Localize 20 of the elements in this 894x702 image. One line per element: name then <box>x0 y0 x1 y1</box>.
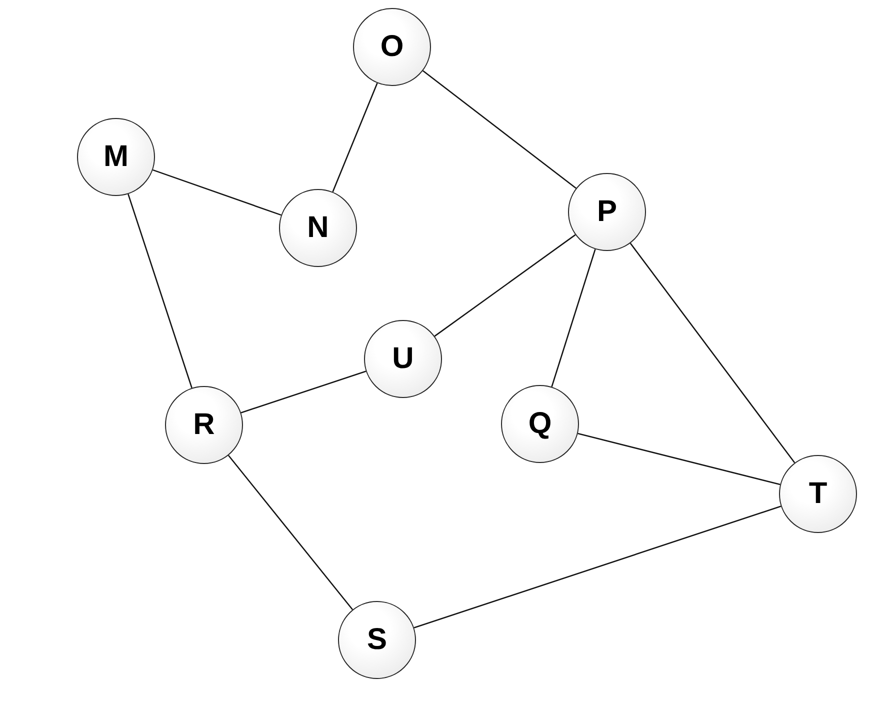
connector-line <box>128 194 192 388</box>
connector-line <box>152 169 282 216</box>
connector-line <box>240 370 366 414</box>
node-label: N <box>307 213 329 243</box>
node-label: M <box>104 142 128 172</box>
connector-line <box>228 454 354 610</box>
connector-line <box>630 242 796 464</box>
node-label: T <box>808 479 828 509</box>
connector-line <box>422 70 576 189</box>
connector-line <box>414 506 782 628</box>
node-label: R <box>193 410 215 440</box>
connector-line <box>551 249 596 387</box>
connector-line <box>434 234 576 337</box>
node-label: U <box>392 344 414 374</box>
node-label: O <box>380 32 404 62</box>
connector-line <box>578 432 780 486</box>
node-label: S <box>366 625 387 655</box>
connector-line <box>332 82 378 192</box>
node-label: P <box>596 197 617 227</box>
node-label: Q <box>528 409 552 439</box>
